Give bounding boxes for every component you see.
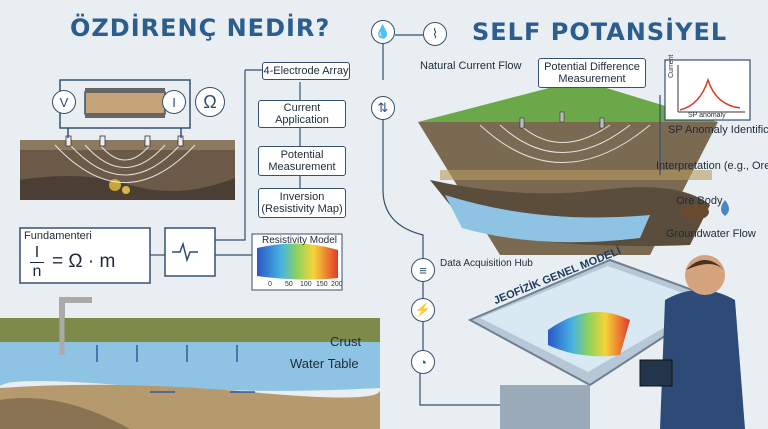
fundamentals-label: Fundamenteri [24, 230, 92, 242]
flow-step-potential-measurement: Potential Measurement [258, 146, 346, 176]
tick-label: 100 [300, 281, 312, 288]
tick-label: 150 [316, 281, 328, 288]
database-icon: ≡ [411, 258, 435, 282]
ammeter-icon: I [162, 90, 186, 114]
crust-label: Crust [330, 334, 362, 349]
ammeter-label: I [172, 94, 176, 110]
potential-difference-box: Potential Difference Measurement [538, 58, 646, 88]
water-drop-icon: 💧 [371, 20, 395, 44]
voltmeter-icon: V [52, 90, 76, 114]
lightning-icon: ⚡ [411, 298, 435, 322]
resistivity-title: ÖZDİRENÇ NEDİR? [70, 14, 331, 42]
self-potential-title: SELF POTANSİYEL [472, 18, 728, 46]
flow-step-electrode-array: 4-Electrode Array [262, 62, 350, 80]
ohm-label: Ω [203, 91, 217, 112]
resistivity-model-title: Resistivity Model [262, 235, 338, 246]
sp-chart-ylabel: Current [668, 54, 675, 78]
flow-step-inversion: Inversion (Resistivity Map) [258, 188, 346, 218]
signal-icon: ⌇ [423, 22, 447, 46]
ore-body-label: Ore Body [676, 195, 723, 207]
formula-rhs: = Ω · m [52, 251, 116, 272]
tick-label: 200 [331, 281, 343, 288]
formula-numerator: I [30, 244, 44, 264]
groundwater-label: Groundwater Flow [666, 228, 756, 240]
voltmeter-label: V [59, 94, 69, 110]
interpretation-label: Interpretation (e.g., Ore or Water Flow) [656, 160, 768, 172]
flow-step-current-application: Current Application [258, 100, 346, 128]
sp-identification-label: SP Anomaly Identification [668, 124, 768, 136]
switch-icon: ⇅ [371, 96, 395, 120]
tick-label: 0 [268, 281, 272, 288]
gauge-icon: ◔ [411, 350, 435, 374]
natural-current-label: Natural Current Flow [420, 60, 522, 72]
formula-denominator: n [32, 263, 42, 280]
sp-chart-xlabel: SP anomaly [688, 112, 726, 119]
ohm-icon: Ω [195, 87, 225, 117]
data-hub-label: Data Acquisition Hub [440, 258, 533, 269]
tick-label: 50 [285, 281, 293, 288]
water-table-label: Water Table [290, 356, 359, 371]
